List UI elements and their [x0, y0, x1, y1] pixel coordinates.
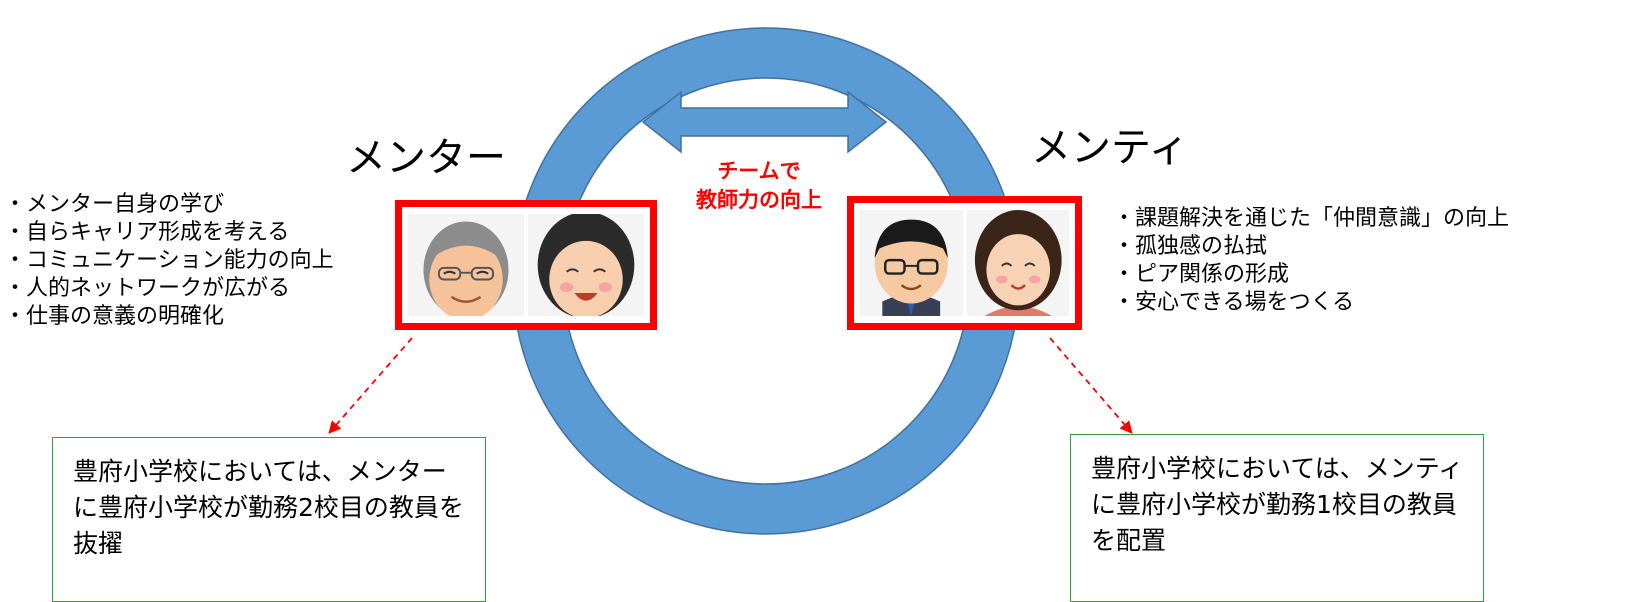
list-item: 人的ネットワークが広がる [4, 275, 334, 303]
mentor-photo-frame [395, 200, 657, 330]
list-item: コミュニケーション能力の向上 [4, 247, 334, 275]
mentor-benefit-list: メンター自身の学び 自らキャリア形成を考える コミュニケーション能力の向上 人的… [4, 191, 334, 331]
center-label-line1: チームで [717, 159, 801, 183]
list-item: ピア関係の形成 [1113, 261, 1509, 289]
list-item: メンター自身の学び [4, 191, 334, 219]
list-item: 課題解決を通じた「仲間意識」の向上 [1113, 205, 1509, 233]
center-label: チームで 教師力の向上 [671, 157, 847, 215]
mentor-note-box: 豊府小学校においては、メンターに豊府小学校が勤務2校目の教員を抜擢 [52, 437, 486, 602]
center-label-line2: 教師力の向上 [696, 188, 822, 212]
older-woman-face [528, 214, 644, 316]
mentee-benefit-list: 課題解決を通じた「仲間意識」の向上 孤独感の払拭 ピア関係の形成 安心できる場を… [1113, 205, 1509, 317]
mentor-note-arrow [328, 337, 413, 434]
mentee-photo-frame [847, 196, 1082, 330]
list-item: 自らキャリア形成を考える [4, 219, 334, 247]
list-item: 仕事の意義の明確化 [4, 303, 334, 331]
young-man-face [860, 210, 963, 316]
mentor-title: メンター [346, 135, 506, 181]
older-man-face [408, 214, 524, 316]
list-item: 孤独感の払拭 [1113, 233, 1509, 261]
double-arrow [641, 90, 888, 154]
mentee-note-box: 豊府小学校においては、メンティに豊府小学校が勤務1校目の教員を配置 [1070, 434, 1484, 602]
list-item: 安心できる場をつくる [1113, 289, 1509, 317]
mentee-title: メンティ [1031, 125, 1189, 171]
young-woman-face [966, 210, 1069, 316]
mentee-note-arrow [1049, 337, 1133, 434]
